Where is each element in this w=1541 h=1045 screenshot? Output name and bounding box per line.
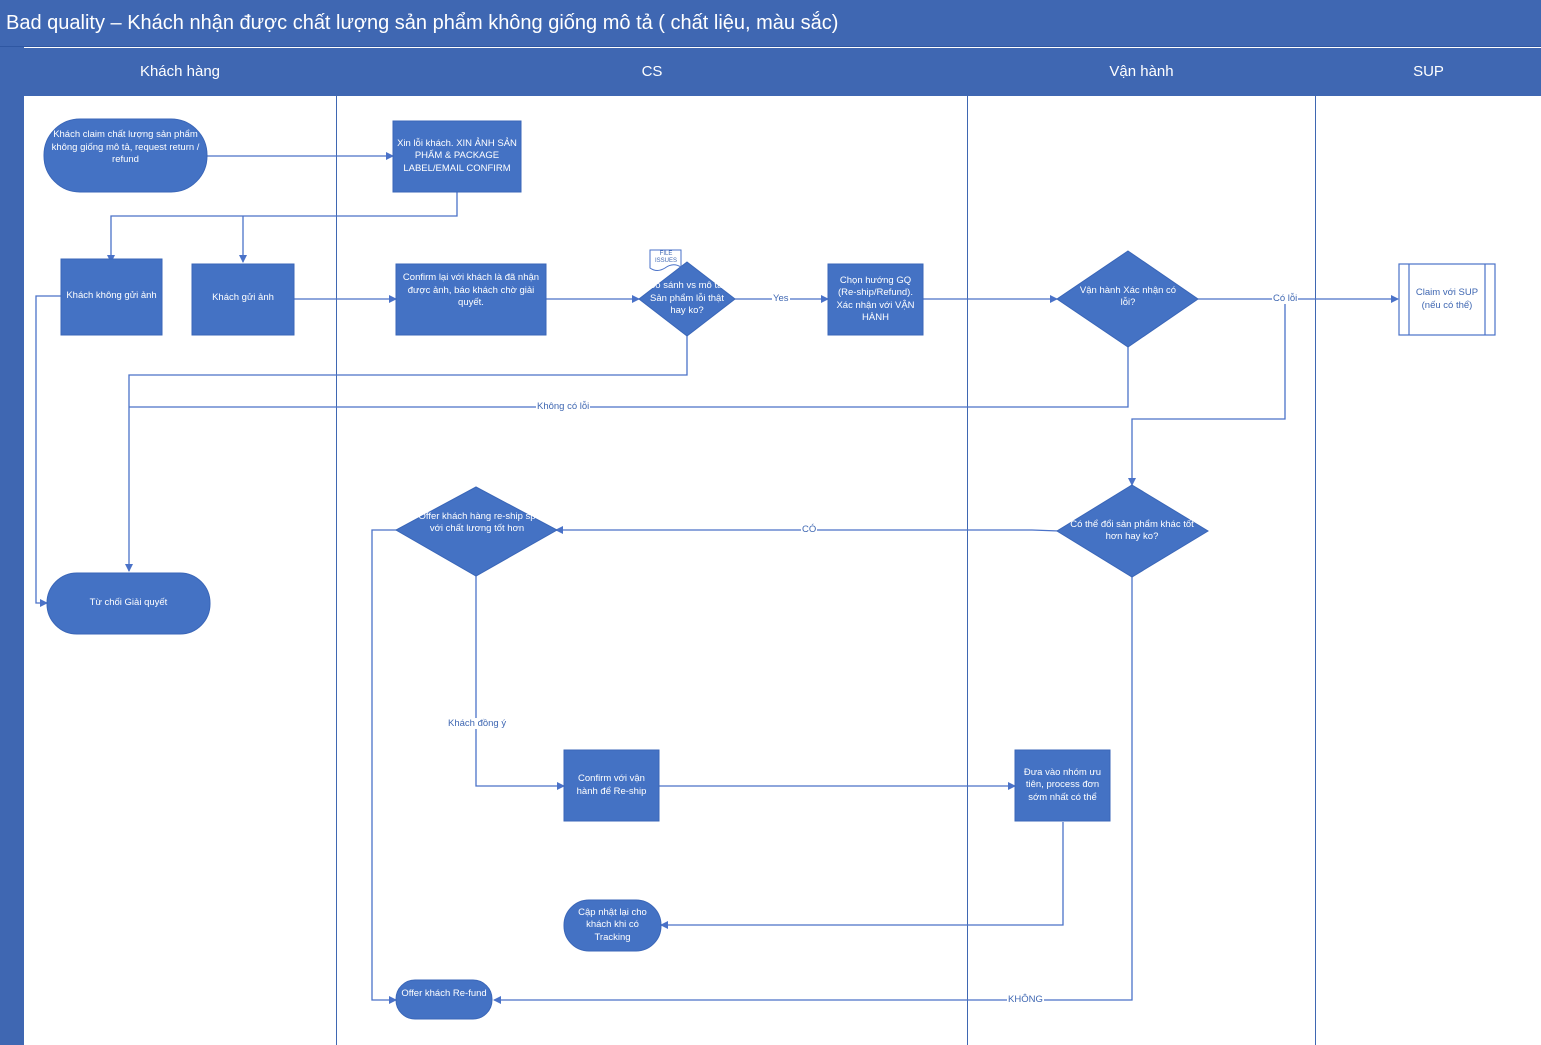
node-offer-refund xyxy=(395,979,493,1020)
edge-no-photo-to-reject xyxy=(35,295,61,607)
node-sent-photo xyxy=(191,263,295,336)
node-compare xyxy=(638,261,736,337)
page-title: Bad quality – Khách nhận được chất lượng… xyxy=(0,0,1541,47)
edge-offer-agree xyxy=(475,576,565,790)
edge-offer-to-refund xyxy=(371,529,398,1004)
lane-header-operations: Vận hành xyxy=(968,48,1315,96)
edge-label-agree: Khách đồng ý xyxy=(447,718,508,729)
node-ops-confirm xyxy=(1056,250,1199,348)
edge-error-to-exchange xyxy=(1128,299,1286,486)
node-apologize xyxy=(392,120,522,193)
edge-priority-to-tracking xyxy=(660,822,1064,929)
node-confirm-reship xyxy=(563,749,660,822)
lane-header-sup: SUP xyxy=(1316,48,1541,96)
node-can-exchange xyxy=(1056,484,1209,578)
node-offer-reship xyxy=(394,486,559,577)
node-choose-direction xyxy=(827,263,924,336)
edge-apologize-to-no-photo xyxy=(107,192,458,263)
edge-label-khong: KHÔNG xyxy=(1007,994,1044,1005)
edge-exchange-yes xyxy=(555,526,1060,534)
node-priority xyxy=(1014,749,1111,822)
node-update-tracking xyxy=(563,899,662,952)
edge-label-has-error: Có lỗi xyxy=(1272,293,1299,304)
node-customer-claim xyxy=(43,118,208,193)
lane-header-cs: CS xyxy=(337,48,967,96)
node-reject xyxy=(46,572,211,635)
node-claim-sup-shape xyxy=(1398,263,1496,336)
left-border xyxy=(0,47,24,1045)
node-confirm-received xyxy=(395,263,547,336)
edge-label-yes: Yes xyxy=(772,293,790,304)
file-issues-label: FILE ISSUES xyxy=(654,251,677,264)
lane-header-customer: Khách hàng xyxy=(24,48,336,96)
file-issues-document-icon xyxy=(649,249,682,271)
edge-label-no-error: Không có lỗi xyxy=(536,401,591,412)
edge-compare-no xyxy=(125,336,688,572)
edge-ops-no-error xyxy=(129,346,1129,408)
node-no-photo xyxy=(60,258,163,336)
edge-exchange-no xyxy=(493,577,1133,1004)
edge-label-co: CÓ xyxy=(801,524,818,535)
